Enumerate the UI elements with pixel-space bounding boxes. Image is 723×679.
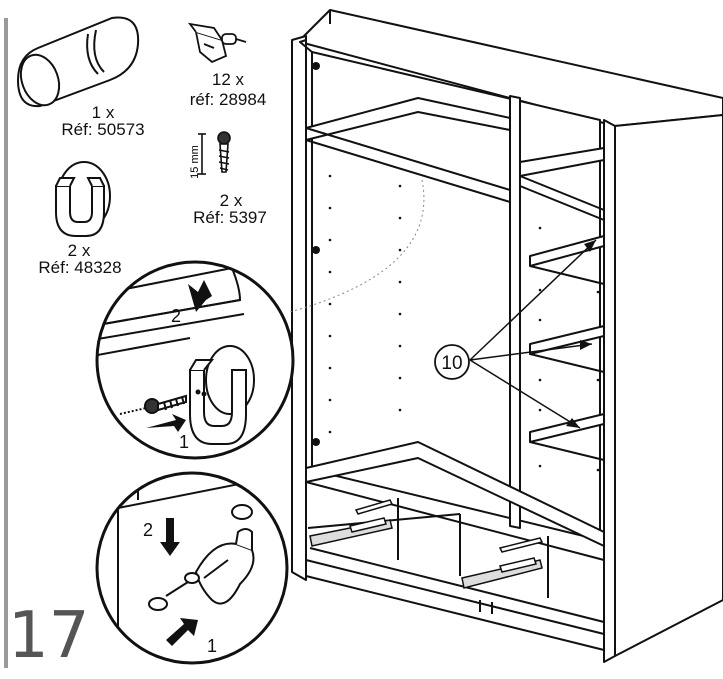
rail-bracket-icon <box>55 161 111 237</box>
pin-step-1-label: 1 <box>207 636 217 656</box>
part-50573-qty: 1 x <box>91 103 115 122</box>
wardrobe-carcass <box>291 9 723 663</box>
part-5397-ref: Réf: 5397 <box>193 208 267 227</box>
detail-guide-line <box>289 179 425 313</box>
screw-size-label: 15 mm <box>189 145 201 179</box>
shelf-support-pin-icon <box>187 22 247 64</box>
part-28984-ref: réf: 28984 <box>189 90 267 109</box>
hinge-holes <box>312 62 320 446</box>
part-28984-qty: 12 x <box>211 70 245 89</box>
shelf-pin-holes <box>328 174 600 472</box>
drawer-runner-right <box>461 537 544 589</box>
screw-icon <box>198 131 231 175</box>
rail-bracket-detail: 2 1 <box>95 260 295 460</box>
drawer-runner-left <box>309 499 394 547</box>
shelf-callout: 10 <box>434 239 597 429</box>
rail-step-1-label: 1 <box>179 432 189 452</box>
part-48328-qty: 2 x <box>67 241 91 260</box>
shelves-callout-number: 10 <box>441 353 462 374</box>
shelf-pin-detail: 2 1 <box>95 471 289 665</box>
part-48328-ref: Réf: 48328 <box>38 258 122 277</box>
rail-step-2-label: 2 <box>171 306 181 326</box>
step-number: 17 <box>8 599 90 673</box>
pin-step-2-label: 2 <box>143 520 153 540</box>
part-50573-ref: Réf: 50573 <box>61 120 145 139</box>
cylinder-fitting-icon <box>16 16 140 108</box>
part-5397-qty: 2 x <box>219 191 243 210</box>
